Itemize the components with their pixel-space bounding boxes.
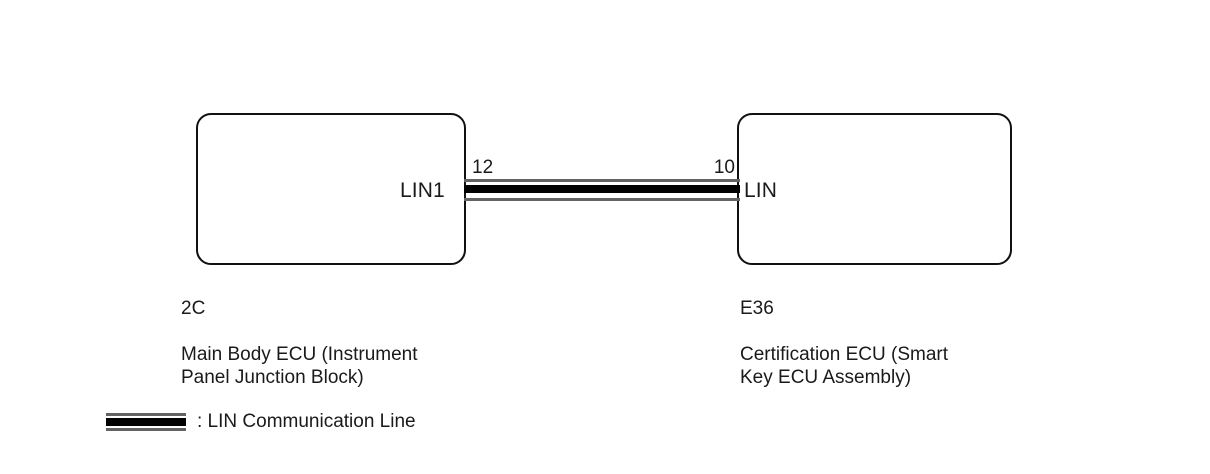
ecu-box-certification-ecu	[737, 113, 1012, 265]
connector-name-certification-ecu: Certification ECU (Smart Key ECU Assembl…	[740, 344, 948, 388]
port-label-lin1: LIN1	[400, 179, 445, 202]
legend-wire-edge-bottom-icon	[106, 427, 186, 431]
connector-caption-main-body-ecu: 2C Main Body ECU (Instrument Panel Junct…	[181, 274, 521, 412]
lin-communication-line	[464, 179, 740, 201]
pin-number-12: 12	[472, 157, 494, 178]
pin-number-10: 10	[713, 157, 735, 178]
port-label-lin: LIN	[744, 179, 777, 202]
wire-edge-bottom-icon	[464, 198, 740, 201]
connector-code-2c: 2C	[181, 298, 206, 319]
legend-wire-core-icon	[106, 417, 186, 426]
wire-core-icon	[464, 185, 740, 193]
connector-caption-certification-ecu: E36 Certification ECU (Smart Key ECU Ass…	[740, 274, 1080, 412]
legend-label: : LIN Communication Line	[197, 411, 416, 432]
legend-wire-edge-top-icon	[106, 412, 186, 416]
lin-communication-line-swatch	[106, 412, 186, 431]
connector-code-e36: E36	[740, 298, 774, 319]
legend: : LIN Communication Line	[106, 412, 416, 431]
wire-edge-top-icon	[464, 179, 740, 182]
connector-name-main-body-ecu: Main Body ECU (Instrument Panel Junction…	[181, 344, 418, 388]
ecu-box-main-body-ecu	[196, 113, 466, 265]
